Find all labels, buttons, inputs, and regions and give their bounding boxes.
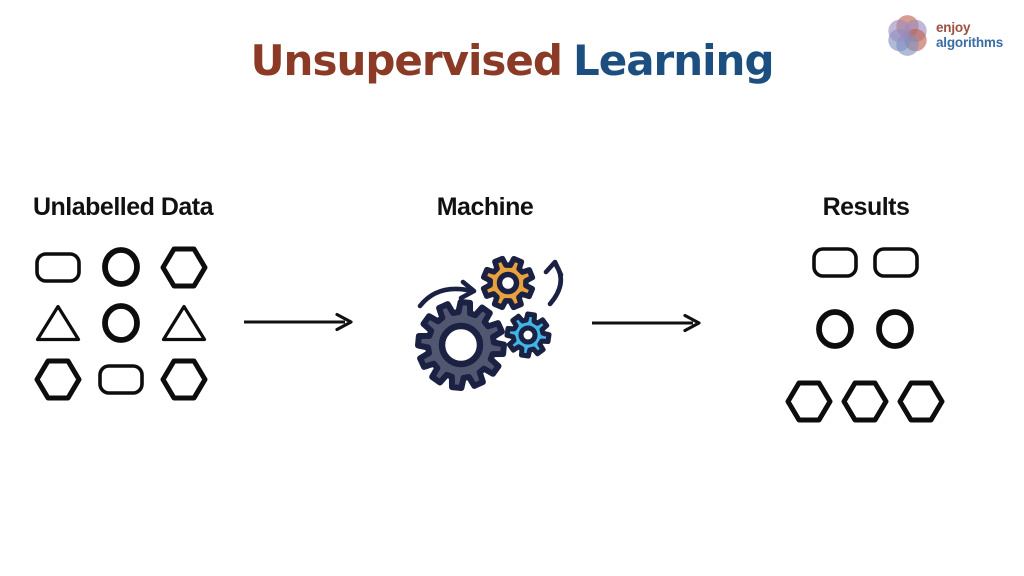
logo: enjoy algorithms xyxy=(884,11,1003,59)
gear-large xyxy=(415,299,507,391)
shape-rounded-rect xyxy=(872,247,919,278)
gear-orange xyxy=(480,255,536,311)
shape-rounded-rect xyxy=(34,251,81,283)
rotation-arrow-right xyxy=(543,259,564,307)
title-unsupervised: Unsupervised xyxy=(250,36,562,85)
unlabelled-data-grid xyxy=(26,239,215,407)
rotation-arrow-left xyxy=(417,279,477,309)
logo-text: enjoy algorithms xyxy=(936,20,1003,50)
shape-circle xyxy=(815,309,855,349)
results-row-rounded-rect xyxy=(811,247,919,278)
title-learning: Learning xyxy=(572,36,775,85)
shape-circle xyxy=(875,309,915,349)
unlabelled-data-heading: Unlabelled Data xyxy=(32,193,214,221)
arrow-right-icon xyxy=(244,312,353,332)
flower-logo-icon xyxy=(888,15,927,56)
shape-triangle xyxy=(34,303,82,343)
results-groups xyxy=(765,247,965,423)
results-row-circle xyxy=(815,309,915,349)
gear-cyan xyxy=(504,311,552,359)
shape-hexagon xyxy=(841,380,889,423)
results-heading: Results xyxy=(822,193,910,221)
gears-icon xyxy=(415,255,564,391)
shape-hexagon xyxy=(785,380,833,423)
shape-rounded-rect xyxy=(811,247,858,278)
shape-rounded-rect xyxy=(97,363,144,395)
shape-hexagon xyxy=(897,380,945,423)
shape-hexagon xyxy=(160,246,208,289)
shape-hexagon xyxy=(34,358,82,401)
shape-circle xyxy=(101,247,141,287)
logo-text-line2: algorithms xyxy=(936,35,1004,50)
results-row-hexagon xyxy=(785,380,945,423)
shape-circle xyxy=(101,303,141,343)
arrow-right-icon xyxy=(592,313,701,333)
shape-hexagon xyxy=(160,358,208,401)
shape-triangle xyxy=(160,303,208,343)
machine-heading: Machine xyxy=(436,193,534,221)
logo-text-line1: enjoy xyxy=(936,20,971,35)
